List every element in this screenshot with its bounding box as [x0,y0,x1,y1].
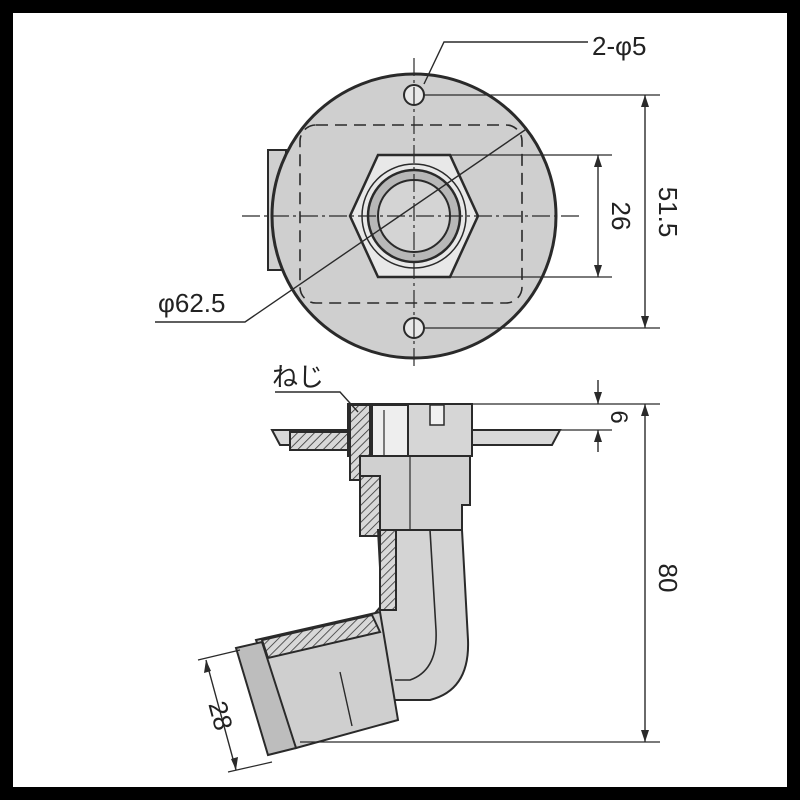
total-height-label: 80 [653,564,683,593]
diameter-label: φ62.5 [158,288,225,318]
pipe-inner-line [395,529,437,681]
ext-outlet-top [197,649,241,661]
dim-height-arrow-bottom [641,316,649,328]
pipe-hatch [379,529,397,611]
dim-height-arrow-top [641,95,649,107]
dim-outlet-line [205,659,237,771]
holes-leader [423,41,588,85]
outlet-ring [234,640,298,757]
dim-outlet-arrow-top [204,660,211,673]
pitch-label: 26 [606,202,636,231]
dim-flange-arrow-top [594,392,602,404]
boss-slot [429,404,445,426]
ext-outlet-bottom [227,761,273,773]
drawing-canvas: 2-φ5 φ62.5 26 51.5 [155,31,683,773]
diameter-leader [155,129,526,323]
screw-leader [275,391,359,413]
dim-total-arrow-top [641,404,649,416]
height-top-label: 51.5 [653,187,683,238]
side-view [197,380,660,773]
inner-dashed-box [299,124,523,304]
dim-flange-arrow-bottom [594,430,602,442]
dim-outlet-arrow-bottom [231,757,238,770]
holes-label: 2-φ5 [592,31,646,61]
neck-hatch [359,475,381,537]
outlet-line [339,671,353,727]
flange-hatch-left [289,431,351,451]
dim-pitch-arrow-bottom [594,265,602,277]
dim-pitch-arrow-top [594,155,602,167]
dim-total-arrow-bottom [641,730,649,742]
technical-drawing: 2-φ5 φ62.5 26 51.5 [13,13,787,787]
flange-label: 6 [605,410,632,423]
outlet-label: 28 [202,698,238,734]
top-view [155,41,660,370]
screw-label: ねじ [272,362,324,392]
